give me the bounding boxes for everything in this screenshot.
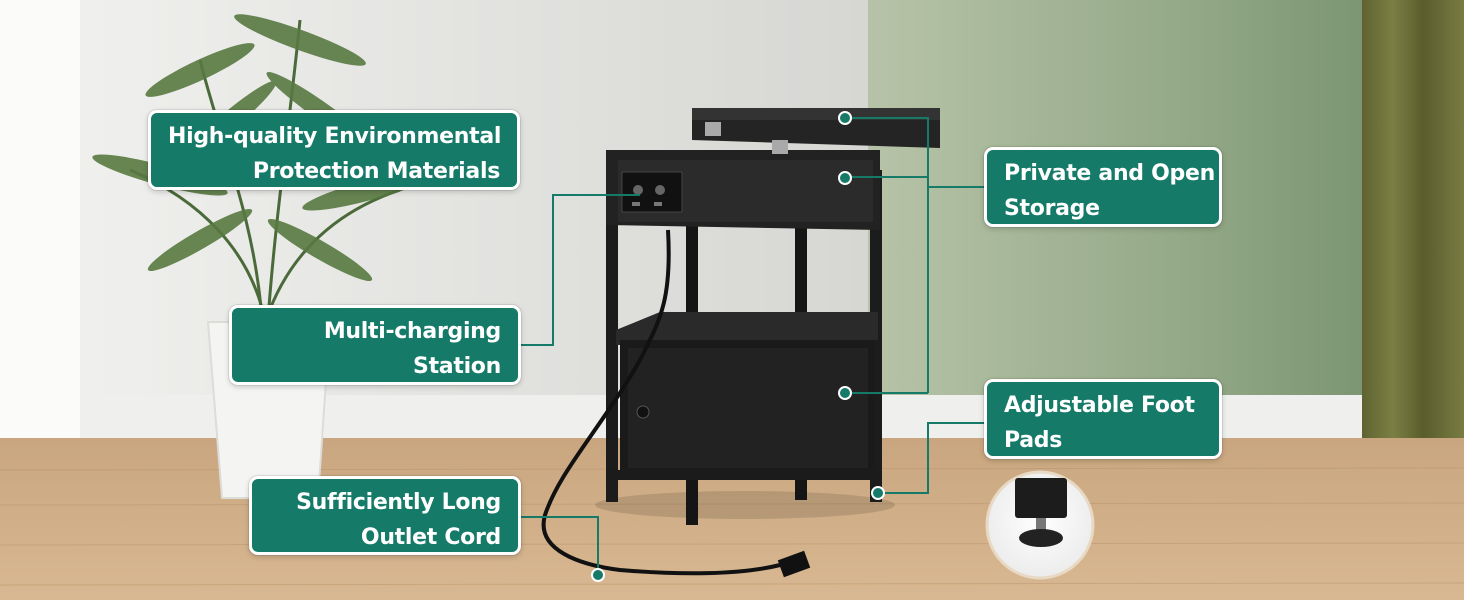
callout-storage: Private and Open Storage bbox=[984, 147, 1222, 227]
callout-foot-pads: Adjustable Foot Pads bbox=[984, 379, 1222, 459]
curtain bbox=[1362, 0, 1464, 460]
callout-cord-line2: Outlet Cord bbox=[360, 525, 501, 550]
marker-lid bbox=[838, 111, 852, 125]
power-outlet-icon bbox=[621, 171, 683, 213]
callout-foot-line2: Pads bbox=[1004, 428, 1063, 453]
marker-storage bbox=[838, 171, 852, 185]
window-sheer bbox=[0, 0, 80, 470]
power-plug-icon bbox=[541, 229, 781, 576]
callout-cord-line1: Sufficiently Long bbox=[296, 490, 501, 515]
callout-materials: High-quality Environmental Protection Ma… bbox=[148, 110, 520, 190]
marker-drawer bbox=[838, 386, 852, 400]
callout-materials-line2: Protection Materials bbox=[252, 159, 500, 184]
flip-top-lid-icon bbox=[692, 108, 940, 154]
side-table-icon bbox=[595, 108, 940, 525]
callout-charging-line2: Station bbox=[413, 354, 501, 379]
callout-materials-line1: High-quality Environmental bbox=[168, 124, 502, 149]
callout-charging-station: Multi-charging Station bbox=[229, 305, 521, 385]
fabric-drawer-icon bbox=[620, 340, 875, 475]
leader-lines bbox=[520, 117, 984, 575]
callout-foot-line1: Adjustable Foot bbox=[1004, 393, 1195, 418]
callout-storage-line1: Private and Open bbox=[1004, 161, 1215, 186]
marker-plug bbox=[591, 568, 605, 582]
adjustable-foot-pad-icon bbox=[985, 470, 1095, 580]
callout-storage-line2: Storage bbox=[1004, 196, 1100, 221]
marker-foot bbox=[871, 486, 885, 500]
callout-outlet-cord: Sufficiently Long Outlet Cord bbox=[249, 476, 521, 555]
callout-charging-line1: Multi-charging bbox=[323, 319, 501, 344]
